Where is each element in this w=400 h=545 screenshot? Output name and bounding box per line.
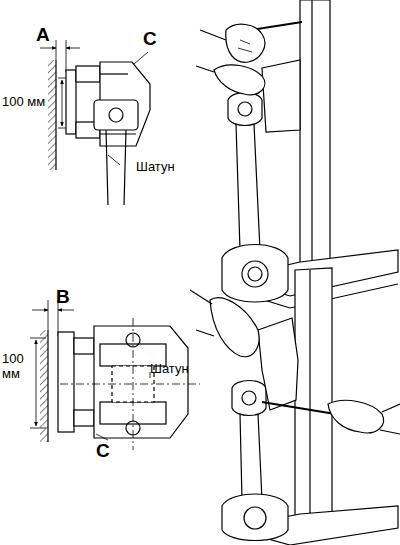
callout-letter: A (36, 24, 50, 46)
dimension-label: Шатун (150, 362, 189, 377)
dimension-label: 100 мм (2, 95, 45, 110)
dimension-label: 100 мм (2, 352, 32, 382)
callout-letter: C (143, 28, 157, 50)
callout-letter: C (96, 440, 110, 462)
dimension-label: Шатун (136, 160, 175, 175)
callout-letter: B (56, 286, 70, 308)
